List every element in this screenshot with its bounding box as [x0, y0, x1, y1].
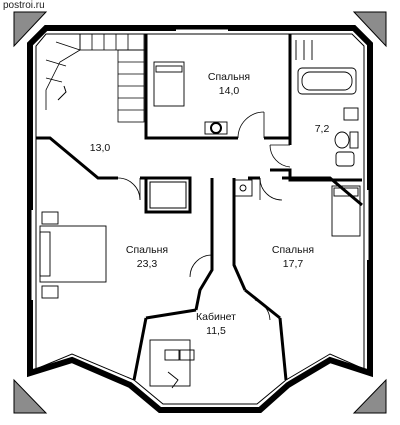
- doors: [117, 111, 291, 321]
- room-area: 14,0: [219, 85, 240, 97]
- furniture: [39, 40, 361, 389]
- corner-window-bottom-left: [13, 378, 48, 414]
- desk: [149, 339, 191, 387]
- room-name: Спальня: [208, 71, 250, 83]
- room-area: 17,7: [283, 258, 304, 270]
- bed-right: [331, 185, 361, 237]
- room-area: 7,2: [315, 123, 330, 135]
- corner-window-bottom-right: [352, 378, 387, 414]
- corner-window-top-right: [352, 11, 387, 48]
- outer-walls: [27, 25, 373, 413]
- room-name: Кабинет: [196, 311, 236, 323]
- corner-windows: [13, 11, 387, 414]
- interior-walls: [36, 34, 363, 381]
- room-labels: Спальня 14,0 7,2 13,0 Спальня 23,3 Спаль…: [90, 71, 330, 337]
- room-area: 11,5: [206, 325, 226, 337]
- room-area: 13,0: [90, 142, 111, 154]
- room-name: Спальня: [272, 244, 314, 256]
- staircase: [45, 33, 145, 123]
- room-area: 23,3: [137, 258, 158, 270]
- bathtub: [297, 67, 357, 95]
- corner-window-top-left: [13, 11, 48, 48]
- watermark: postroi.ru: [3, 0, 45, 11]
- room-name: Спальня: [126, 244, 168, 256]
- bed-top: [153, 61, 185, 107]
